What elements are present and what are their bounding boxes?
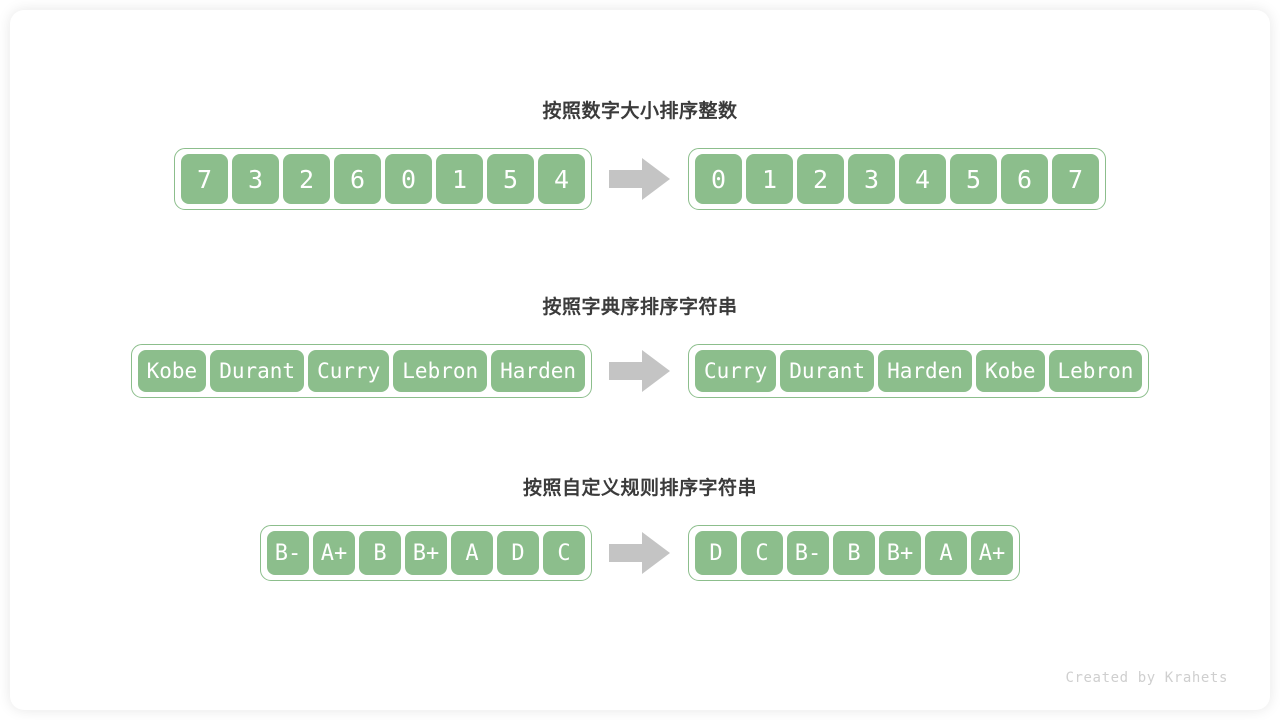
array-cell: B <box>833 531 875 575</box>
array-cell: Curry <box>308 350 390 392</box>
row-title: 按照自定义规则排序字符串 <box>522 478 757 499</box>
array-cell: B+ <box>879 531 921 575</box>
array-cell: 5 <box>487 154 534 204</box>
array-cell: 4 <box>899 154 946 204</box>
array-cell: 0 <box>695 154 742 204</box>
array-cell: A <box>925 531 967 575</box>
array-cell: C <box>741 531 783 575</box>
array-cell: B <box>359 531 401 575</box>
array-cell: 6 <box>1001 154 1048 204</box>
array-cell: 7 <box>1052 154 1099 204</box>
row-title: 按照数字大小排序整数 <box>542 101 738 122</box>
array-cell: Kobe <box>975 350 1045 392</box>
array-cell: 7 <box>181 154 228 204</box>
array-cell: 0 <box>385 154 432 204</box>
array-cell: Curry <box>695 350 777 392</box>
array-cell: 1 <box>746 154 793 204</box>
array-cell: D <box>695 531 737 575</box>
array-cell: 3 <box>848 154 895 204</box>
array-cell: Lebron <box>393 350 488 392</box>
array-cell: 1 <box>436 154 483 204</box>
array-cell: B- <box>787 531 829 575</box>
array-cell: A+ <box>971 531 1013 575</box>
right-arrow-icon <box>592 157 688 201</box>
array-cell: Durant <box>210 350 305 392</box>
array-cell: Lebron <box>1048 350 1143 392</box>
array-cell: B+ <box>405 531 447 575</box>
right-arrow-icon <box>592 349 688 393</box>
credit-label: Created by Krahets <box>1065 670 1228 686</box>
array-cell: B- <box>267 531 309 575</box>
array-cell: A+ <box>313 531 355 575</box>
right-arrow-icon <box>592 531 688 575</box>
array-cell: 6 <box>334 154 381 204</box>
array-cell: 3 <box>232 154 279 204</box>
array-cell: D <box>497 531 539 575</box>
array-cell: Kobe <box>137 350 207 392</box>
array-cell: Harden <box>878 350 972 392</box>
array-cell: C <box>543 531 585 575</box>
array-cell: 2 <box>797 154 844 204</box>
array-cell: 5 <box>950 154 997 204</box>
array-cell: 4 <box>538 154 585 204</box>
array-cell: Harden <box>491 350 585 392</box>
array-cell: A <box>451 531 493 575</box>
array-cell: Durant <box>780 350 875 392</box>
row-title: 按照字典序排序字符串 <box>542 297 738 318</box>
array-cell: 2 <box>283 154 330 204</box>
